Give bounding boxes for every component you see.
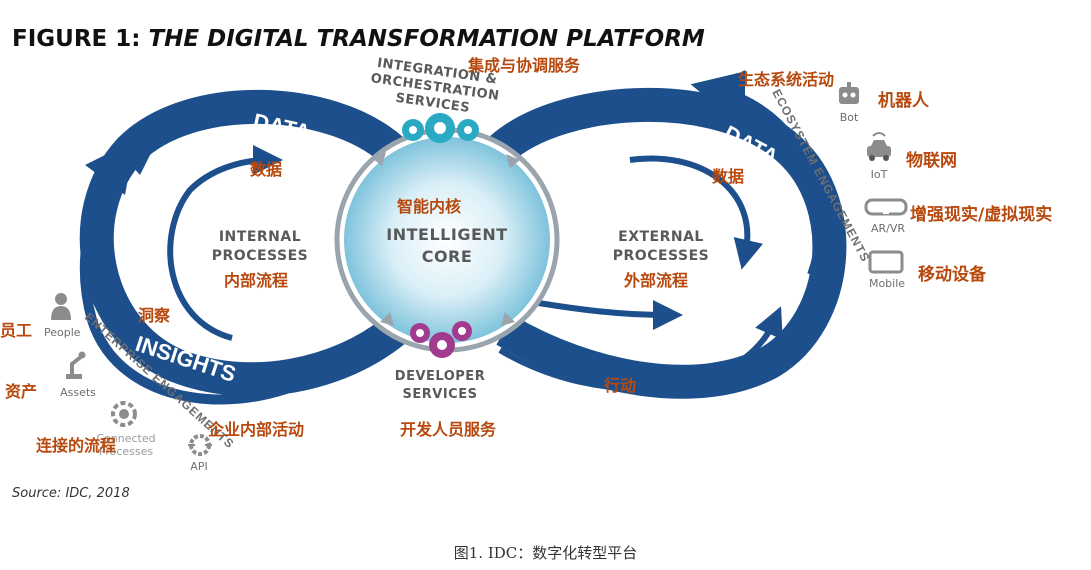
gear-cycle-icon: [111, 401, 137, 427]
connected-processes-zh: 连接的流程: [36, 436, 117, 455]
core-zh: 智能内核: [397, 197, 462, 216]
assets-label: Assets: [60, 386, 96, 399]
data-right-zh: 数据: [712, 167, 745, 186]
robot-arm-icon: [66, 351, 86, 379]
bot-icon: [839, 82, 859, 104]
figure-caption: 图1. IDC：数字化转型平台: [453, 544, 638, 562]
left-enterprise-arc: [79, 139, 333, 405]
iot-label: IoT: [870, 168, 888, 181]
core-disc: [344, 137, 550, 343]
right-inner-arrow: [629, 155, 763, 270]
figure-title: FIGURE 1: THE DIGITAL TRANSFORMATION PLA…: [12, 26, 705, 52]
api-gear-icon: [188, 434, 212, 456]
ring-arrow-top-right: [506, 154, 520, 168]
actions-arrow: [519, 297, 683, 330]
right-outer-loop: [488, 87, 847, 399]
enterprise-zh: 企业内部活动: [208, 420, 305, 439]
bottom-right-sweep-arrow: [498, 306, 783, 392]
ecosystem-zh: 生态系统活动: [738, 70, 835, 89]
arvr-zh: 增强现实/虚拟现实: [910, 205, 1053, 225]
integration-zh: 集成与协调服务: [468, 56, 581, 75]
mobile-icon: [868, 250, 904, 274]
api-label: API: [190, 460, 208, 473]
developer-gears-icon: [410, 321, 472, 358]
person-icon: [51, 293, 71, 320]
data-left-zh: 数据: [250, 160, 283, 179]
developer-zh: 开发人员服务: [400, 420, 497, 439]
people-label: People: [44, 326, 81, 339]
right-ecosystem-arc: [690, 71, 826, 277]
people-zh: 员工: [0, 321, 33, 340]
left-inner-arrow: [167, 145, 283, 341]
internal-processes-zh: 内部流程: [224, 271, 289, 290]
left-data-band-arrow: [118, 135, 160, 175]
arvr-label: AR/VR: [870, 222, 906, 235]
external-processes-zh: 外部流程: [624, 271, 689, 290]
bot-label: Bot: [839, 111, 859, 124]
iot-zh: 物联网: [906, 151, 957, 171]
mobile-zh: 移动设备: [918, 265, 986, 285]
vr-goggles-icon: [864, 198, 908, 216]
assets-zh: 资产: [5, 382, 38, 401]
integration-gears-icon: [402, 113, 479, 143]
ring-arrow-bottom-right: [501, 312, 515, 326]
left-outer-loop: [79, 89, 406, 397]
insights-zh: 洞察: [138, 306, 171, 325]
actions-zh: 行动: [604, 376, 637, 395]
bot-zh: 机器人: [878, 91, 929, 111]
source-note: Source: IDC, 2018: [12, 486, 130, 501]
car-iot-icon: [867, 132, 891, 161]
mobile-label: Mobile: [868, 277, 906, 290]
ring-arrow-top-left: [372, 152, 386, 166]
ring-arrow-bottom-left: [380, 312, 394, 326]
